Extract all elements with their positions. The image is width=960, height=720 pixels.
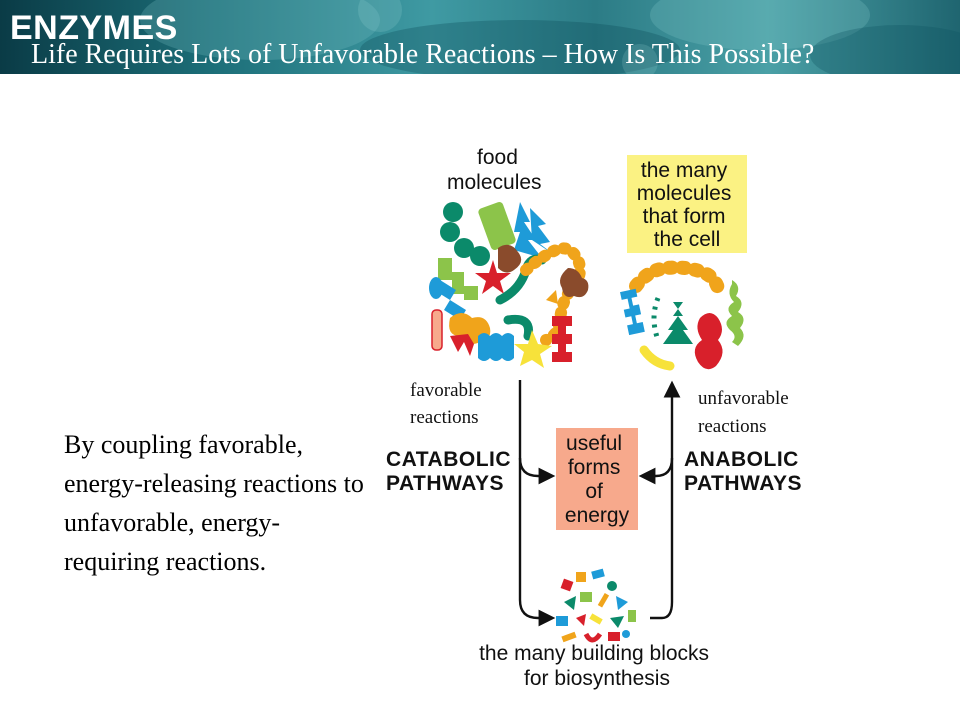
building-blocks-label: the many building blocks for biosynthesi… (479, 642, 715, 690)
metabolism-diagram: food molecules the many molecules that f… (386, 146, 805, 690)
body-text: By coupling favorable, energy-releasing … (64, 430, 364, 576)
catabolic-pathways-label: CATABOLIC PATHWAYS (386, 448, 517, 495)
favorable-reactions-label: favorable reactions (410, 380, 486, 428)
useful-energy-box (556, 428, 638, 530)
cell-molecules-box (627, 155, 747, 253)
slide-subtitle: Life Requires Lots of Unfavorable Reacti… (31, 39, 815, 70)
anabolic-pathways-label: ANABOLIC PATHWAYS (684, 448, 805, 495)
building-blocks-cluster (556, 568, 636, 643)
unfavorable-reactions-label: unfavorable reactions (698, 388, 793, 437)
cell-molecule-cluster (620, 260, 744, 371)
cell-molecules-label: the many molecules that form the cell (637, 159, 737, 251)
pathway-arrows (518, 380, 681, 627)
food-molecule-cluster (429, 202, 589, 368)
banner-texture (140, 0, 960, 74)
title-banner: ENZYMES Life Requires Lots of Unfavorabl… (0, 0, 960, 74)
food-molecules-label: food molecules (447, 146, 542, 194)
brand-title: ENZYMES (10, 9, 178, 47)
useful-energy-label: useful forms of energy (565, 432, 630, 527)
